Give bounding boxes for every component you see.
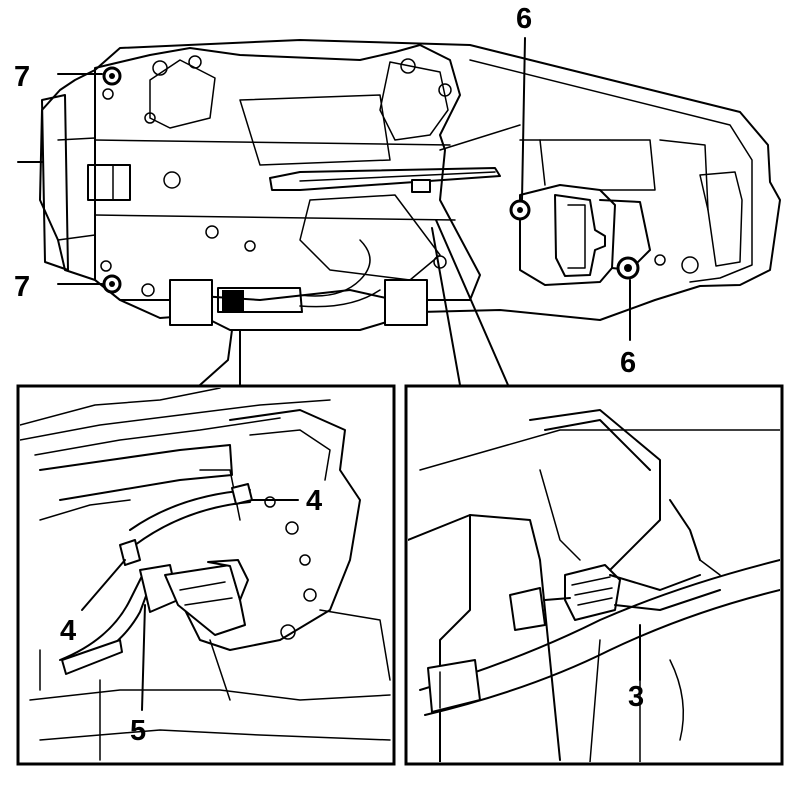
right-inset <box>404 384 784 766</box>
left-inset <box>16 384 396 766</box>
callout-6-upper-leader <box>521 37 526 201</box>
callout-6-lower: 6 <box>620 347 636 379</box>
callout-4-a: 4 <box>306 485 322 517</box>
callout-4-b-leader <box>81 559 126 611</box>
callout-7-upper: 7 <box>14 61 30 93</box>
inset-leaders <box>199 219 509 386</box>
main-assembly <box>17 39 781 331</box>
callout-3: 3 <box>628 681 644 713</box>
callout-7-lower: 7 <box>14 271 30 303</box>
callout-4-b: 4 <box>60 615 76 647</box>
callout-6-upper: 6 <box>516 3 532 35</box>
callout-5: 5 <box>130 715 146 747</box>
callout-5-leader <box>141 604 146 711</box>
